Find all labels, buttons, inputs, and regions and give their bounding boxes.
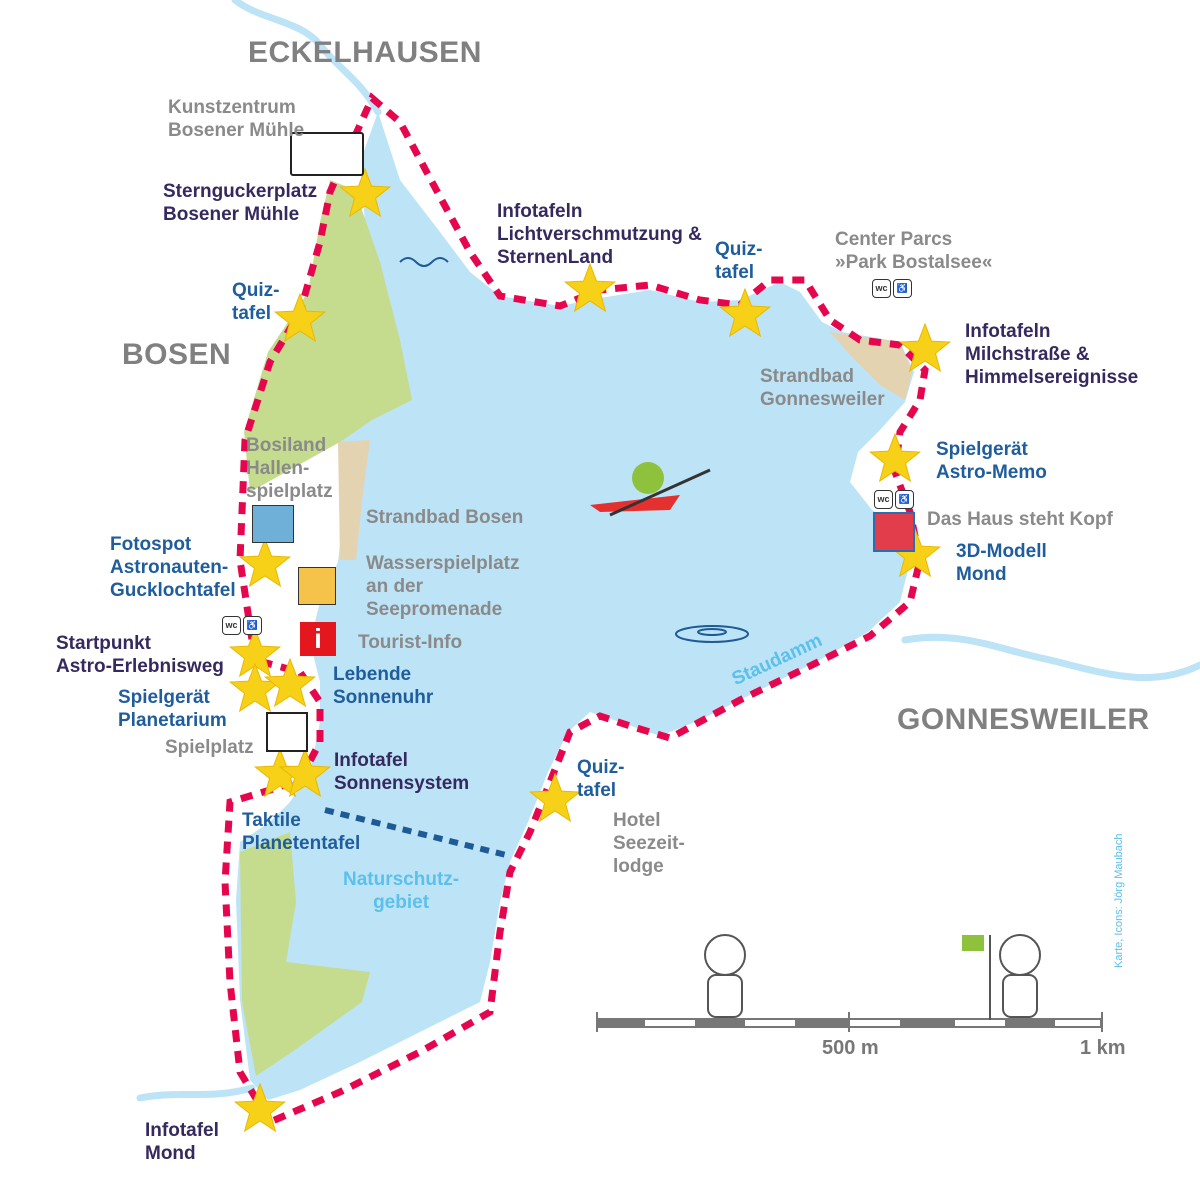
star-marker-icon [528, 772, 582, 823]
scale-bar [596, 1012, 1103, 1032]
green-area-north [244, 180, 412, 492]
kayak-mascot [590, 462, 711, 517]
tourist-info-icon: i [300, 622, 336, 656]
star-marker-icon [898, 322, 952, 373]
label-quiz-south: Quiz- tafel [577, 757, 625, 801]
star-marker-icon [228, 662, 282, 713]
star-marker-icon [718, 287, 772, 338]
star-marker-icon [868, 432, 922, 483]
water-playground-icon [298, 567, 336, 605]
house-upside-down-icon [873, 512, 915, 552]
waves-icon [399, 257, 749, 643]
label-mond: Infotafel Mond [145, 1120, 219, 1164]
beach-bosen [338, 440, 370, 560]
label-bosiland: Bosiland Hallen- spielplatz [246, 435, 333, 502]
label-taktile: Taktile Planetentafel [242, 810, 361, 854]
town-eckelhausen: ECKELHAUSEN [248, 36, 482, 69]
river-east [901, 633, 1200, 682]
star-marker-icon [563, 262, 617, 313]
label-haus-kopf: Das Haus steht Kopf [927, 509, 1113, 530]
label-planetarium: Spielgerät Planetarium [118, 687, 227, 731]
playground-icon [266, 712, 308, 752]
river-southwest [136, 1084, 256, 1102]
label-milchstrasse: Infotafeln Milchstraße & Himmelsereignis… [965, 321, 1139, 388]
label-sonnenuhr: Lebende Sonnenuhr [333, 664, 434, 708]
label-naturschutz: Naturschutz- gebiet [343, 869, 460, 913]
town-gonnesweiler: GONNESWEILER [897, 703, 1150, 736]
label-wasserspielplatz: Wasserspielplatz an der Seepromenade [366, 553, 520, 620]
mill-icon [290, 132, 364, 176]
label-center-parcs: Center Parcs »Park Bostalsee« [835, 229, 993, 273]
wc-accessible-icons: wc♿ [874, 490, 914, 509]
star-marker-icon [233, 1082, 287, 1133]
bosiland-icon [252, 505, 294, 543]
star-marker-icon [338, 167, 392, 218]
river-north [231, 0, 382, 116]
map-credit: Karte, Icons: Jörg Maubach [1113, 833, 1125, 968]
label-spielplatz: Spielplatz [165, 737, 254, 758]
scale-label-500m: 500 m [822, 1037, 879, 1059]
label-astro-memo: Spielgerät Astro-Memo [936, 439, 1047, 483]
label-startpunkt: Startpunkt Astro-Erlebnisweg [56, 633, 224, 677]
scale-label-1km: 1 km [1080, 1037, 1126, 1059]
astronaut-figures [704, 934, 1041, 1020]
label-sterngucker: Sterngucker­platz Bosener Mühle [163, 181, 318, 225]
lake [236, 112, 914, 1100]
beach-gonnesweiler [830, 332, 912, 400]
town-bosen: BOSEN [122, 338, 232, 371]
label-quiz-north: Quiz- tafel [715, 239, 763, 283]
wc-accessible-icons: wc♿ [872, 279, 912, 298]
label-quiz-west: Quiz- tafel [232, 280, 280, 324]
label-kunstzentrum: Kunstzentrum Bosener Mühle [168, 97, 305, 141]
label-strandbad-bosen: Strandbad Bosen [366, 507, 524, 528]
label-3d-modell: 3D-Modell Mond [956, 541, 1047, 585]
green-area-south [240, 832, 370, 1076]
label-hotel: Hotel Seezeit- lodge [613, 810, 685, 877]
star-marker-icon [273, 292, 327, 343]
label-sonnensystem: Infotafel Sonnensystem [334, 750, 470, 794]
star-marker-icon [263, 657, 317, 708]
label-tourist-info: Tourist-Info [358, 632, 463, 653]
label-lichtverschmutzung: Infotafeln Lichtverschmutzung & SternenL… [497, 201, 702, 268]
label-fotospot: Fotospot Astronauten- Gucklochtafel [110, 534, 236, 601]
star-marker-icon [278, 747, 332, 798]
label-strandbad-gonnesweiler: Strandbad Gonnesweiler [760, 366, 885, 410]
star-marker-icon [238, 537, 292, 588]
wc-accessible-icons: wc♿ [222, 616, 262, 635]
